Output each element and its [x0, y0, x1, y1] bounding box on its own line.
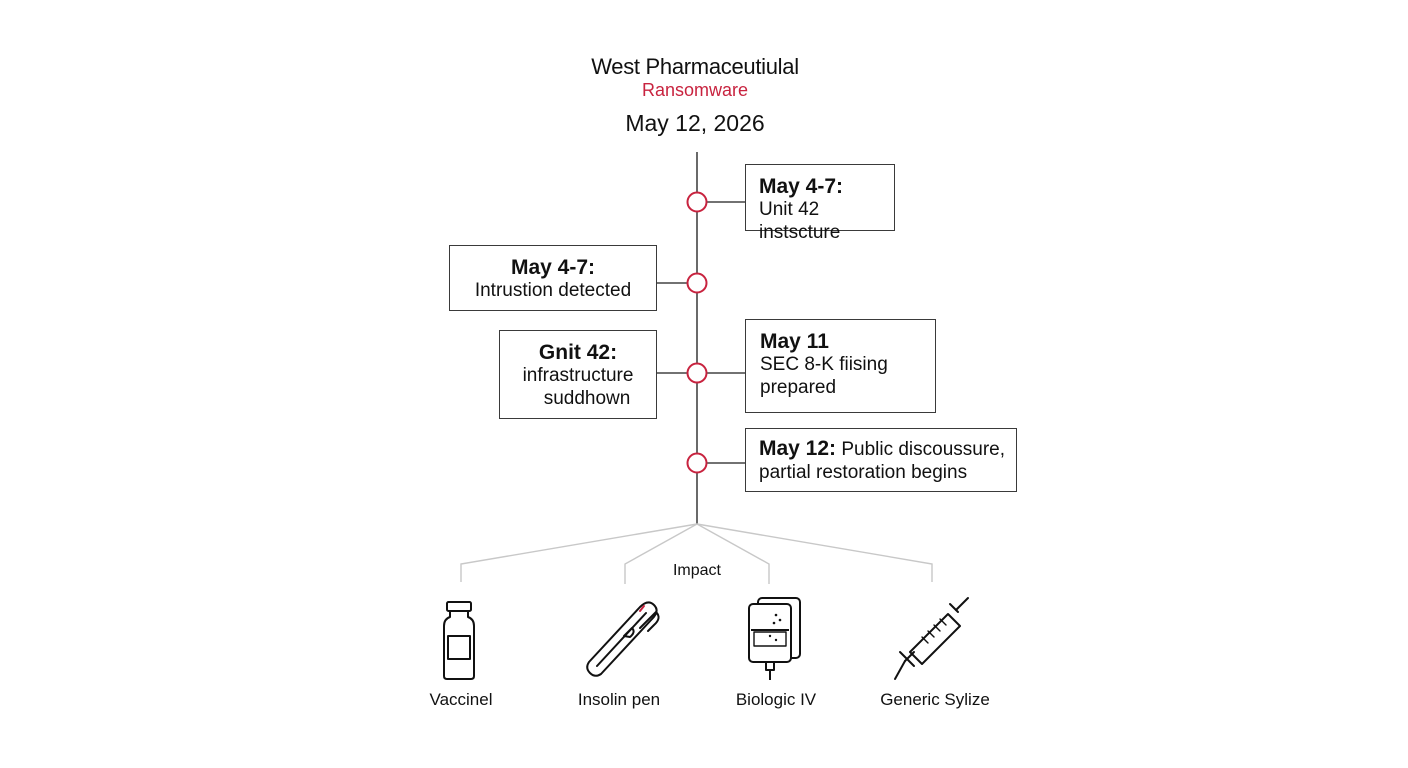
- timeline-node-3: [686, 362, 708, 384]
- event-date: May 4-7:: [759, 175, 844, 198]
- event-text-line2: suddhown: [543, 388, 631, 409]
- event-text-line2: partial restoration begins: [759, 462, 968, 483]
- event-box-unit42: May 4-7: Unit 42 instscture: [745, 164, 895, 243]
- timeline-node-2: [686, 272, 708, 294]
- event-box-sec-filing: May 11 SEC 8-K fiising prepared: [745, 319, 936, 413]
- iv-bag-icon: [748, 597, 801, 680]
- event-box-disclosure: May 12: Public discoussure, partial rest…: [745, 428, 1017, 492]
- product-label-vaccine: Vaccinel: [429, 690, 493, 709]
- impact-label: Impact: [672, 562, 721, 579]
- diagram-title: West Pharmaceutiulal: [591, 54, 799, 79]
- event-date: May 12:: [759, 437, 837, 460]
- diagram-date: May 12, 2026: [625, 110, 765, 136]
- event-date: May 11: [760, 330, 829, 353]
- event-text: Unit 42 instscture: [759, 199, 841, 243]
- vaccine-vial-icon: [443, 601, 475, 680]
- branch-3: [696, 523, 770, 584]
- event-date: Gnit 42:: [538, 341, 618, 364]
- event-text-line1: SEC 8-K fiising: [760, 354, 888, 375]
- syringe-icon: [894, 597, 969, 680]
- event-date: May 4-7:: [510, 256, 596, 279]
- event-box-shutdown: Gnit 42: infrastructure suddhown: [499, 330, 657, 419]
- event-box-intrusion: May 4-7: Intrustion detected: [449, 245, 657, 311]
- branch-1: [460, 523, 698, 582]
- branch-4: [696, 523, 933, 582]
- insulin-pen-icon: [586, 601, 660, 677]
- product-label-generic-syringe: Generic Sylize: [880, 690, 990, 709]
- event-text-line2: prepared: [760, 377, 837, 398]
- event-text-line1: Public discoussure,: [841, 439, 1006, 460]
- branch-2: [624, 523, 698, 584]
- event-text-line1: infrastructure: [522, 365, 634, 386]
- impact-branches: [460, 523, 933, 584]
- timeline-node-4: [686, 452, 708, 474]
- event-text: Intrustion detected: [474, 280, 632, 301]
- diagram-subtitle: Ransomware: [641, 80, 749, 100]
- timeline-node-1: [686, 191, 708, 213]
- product-label-biologic-iv: Biologic IV: [735, 690, 817, 709]
- product-label-insulin-pen: Insolin pen: [577, 690, 661, 709]
